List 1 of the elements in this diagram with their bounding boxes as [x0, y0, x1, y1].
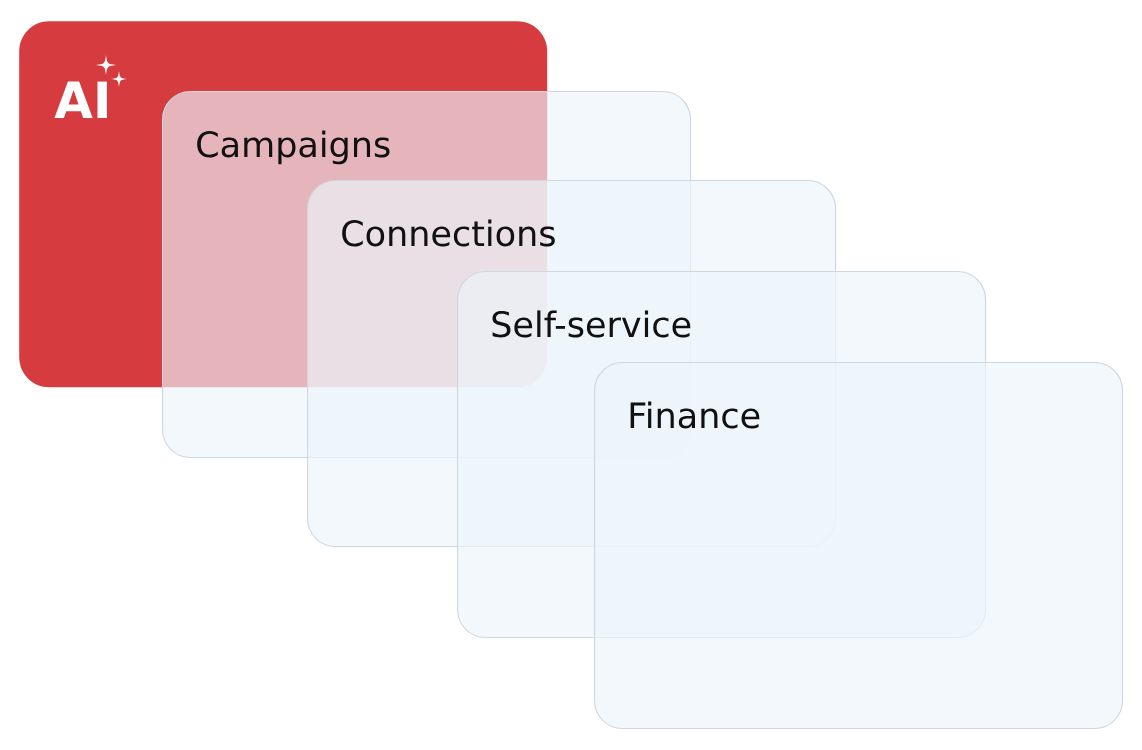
card: Finance	[594, 362, 1124, 730]
